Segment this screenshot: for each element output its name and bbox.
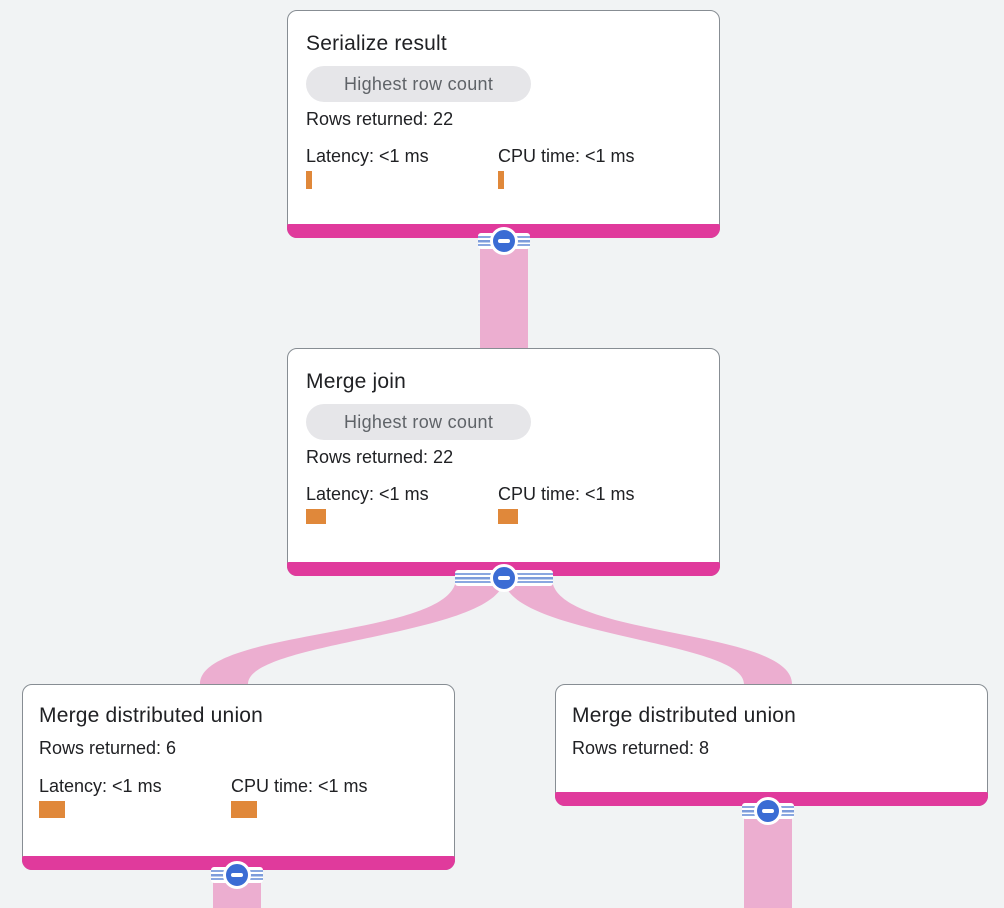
link-band-mergejoin-to-left-union xyxy=(200,578,504,684)
latency-metric: Latency: <1 ms xyxy=(306,145,498,189)
node-title: Serialize result xyxy=(306,32,447,55)
collapse-button[interactable] xyxy=(223,861,251,889)
collapse-toggle-left-union xyxy=(211,860,263,890)
cpu-metric: CPU time: <1 ms xyxy=(498,145,690,189)
metrics-row: Latency: <1 ms CPU time: <1 ms xyxy=(306,145,701,189)
plan-node-merge-join[interactable]: Merge join Highest row count Rows return… xyxy=(287,348,720,576)
rows-returned-label: Rows returned: 22 xyxy=(306,447,454,467)
latency-metric: Latency: <1 ms xyxy=(39,775,231,818)
collapse-toggle-merge-join xyxy=(455,563,553,593)
cpu-time-bar xyxy=(231,801,257,818)
link-band-mergejoin-to-right-union xyxy=(504,578,792,684)
collapse-button[interactable] xyxy=(490,227,518,255)
plan-node-serialize-result[interactable]: Serialize result Highest row count Rows … xyxy=(287,10,720,238)
highest-row-count-badge: Highest row count xyxy=(306,404,532,440)
minus-icon xyxy=(231,873,243,877)
collapse-toggle-serialize-result xyxy=(478,226,530,256)
cpu-time-bar xyxy=(498,171,504,189)
node-title: Merge distributed union xyxy=(572,704,797,727)
collapse-button[interactable] xyxy=(754,797,782,825)
cpu-time-bar xyxy=(498,509,518,524)
latency-label: Latency: <1 ms xyxy=(306,484,429,504)
node-title: Merge join xyxy=(306,370,407,393)
cpu-metric: CPU time: <1 ms xyxy=(498,483,690,524)
cpu-time-label: CPU time: <1 ms xyxy=(498,146,635,166)
latency-metric: Latency: <1 ms xyxy=(306,483,498,524)
latency-bar xyxy=(306,509,326,524)
minus-icon xyxy=(498,576,510,580)
node-title: Merge distributed union xyxy=(39,704,264,727)
collapse-toggle-right-union xyxy=(742,796,794,826)
collapse-button[interactable] xyxy=(490,564,518,592)
rows-returned-label: Rows returned: 22 xyxy=(306,109,454,129)
latency-label: Latency: <1 ms xyxy=(306,146,429,166)
plan-node-merge-distributed-union-left[interactable]: Merge distributed union Rows returned: 6… xyxy=(22,684,455,870)
plan-node-merge-distributed-union-right[interactable]: Merge distributed union Rows returned: 8 xyxy=(555,684,988,806)
cpu-time-label: CPU time: <1 ms xyxy=(498,484,635,504)
cpu-time-label: CPU time: <1 ms xyxy=(231,776,368,796)
metrics-row: Latency: <1 ms CPU time: <1 ms xyxy=(39,775,438,818)
latency-bar xyxy=(39,801,65,818)
rows-returned-label: Rows returned: 6 xyxy=(39,738,177,758)
rows-returned-label: Rows returned: 8 xyxy=(572,738,710,758)
minus-icon xyxy=(498,239,510,243)
metrics-row: Latency: <1 ms CPU time: <1 ms xyxy=(306,483,701,524)
latency-bar xyxy=(306,171,312,189)
latency-label: Latency: <1 ms xyxy=(39,776,162,796)
highest-row-count-badge: Highest row count xyxy=(306,66,532,102)
cpu-metric: CPU time: <1 ms xyxy=(231,775,423,818)
minus-icon xyxy=(762,809,774,813)
